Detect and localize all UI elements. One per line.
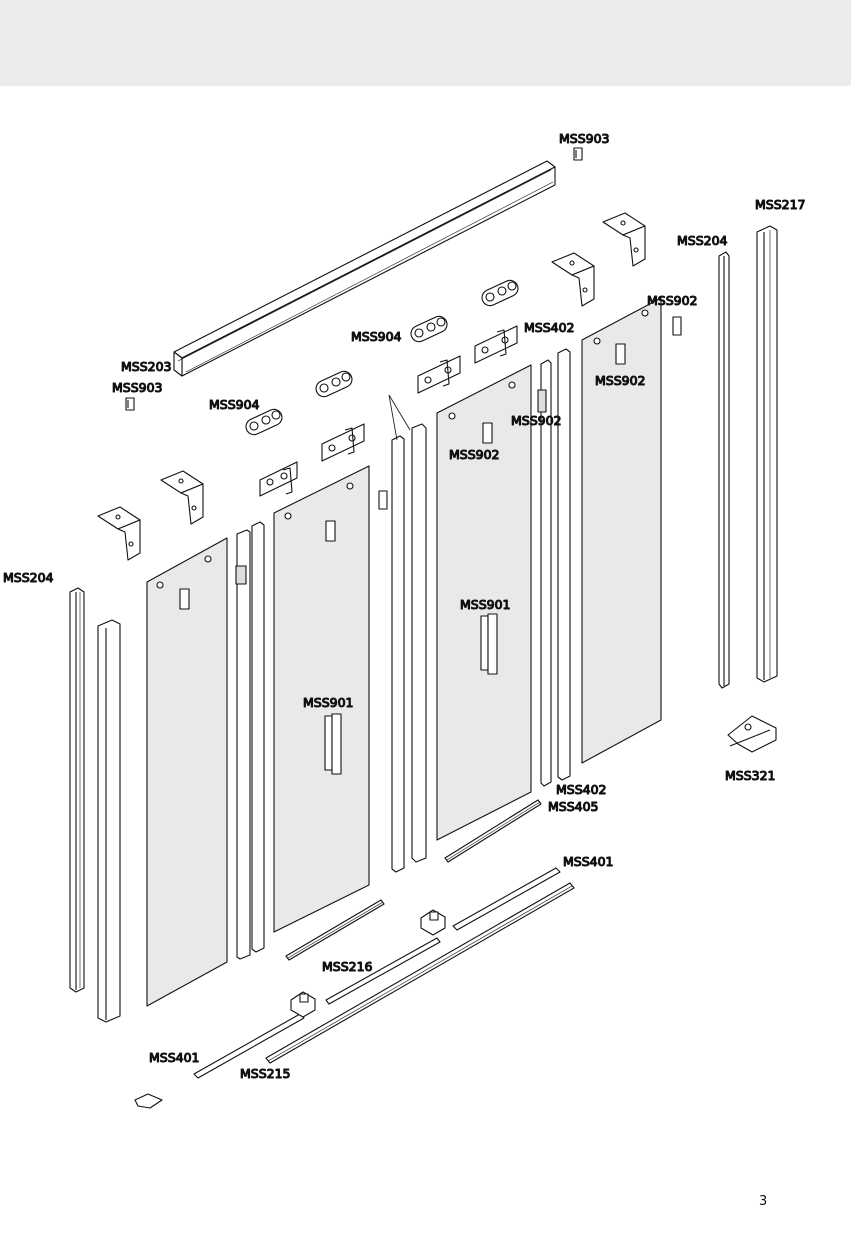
label-mss402-top: MSS402 [524,320,575,335]
guide-block [291,992,315,1017]
glass-panel [147,538,227,1006]
guide-block [421,910,445,935]
label-mss204-left: MSS204 [3,570,54,585]
roller-wheels [313,369,354,400]
label-mss402-bottom: MSS402 [556,782,607,797]
label-mss204-right: MSS204 [677,233,728,248]
guide-block [135,1094,162,1108]
end-cap-left [126,398,134,410]
label-mss401-left: MSS401 [149,1050,200,1065]
page-number: 3 [759,1194,767,1209]
label-mss405: MSS405 [548,799,599,814]
hanger-plate [322,424,364,461]
wall-profile-right [719,226,777,688]
label-mss216: MSS216 [322,959,373,974]
bracket [552,253,594,306]
label-mss215: MSS215 [240,1066,291,1081]
wall-profile-left [70,588,120,1022]
label-mss217: MSS217 [755,197,806,212]
label-mss902-d: MSS902 [449,447,500,462]
label-mss321: MSS321 [725,768,776,783]
label-mss904-mid: MSS904 [351,329,402,344]
floor-bracket [728,716,776,752]
stop-block [379,491,387,509]
end-cap-top [574,148,582,160]
bracket [603,213,645,266]
label-mss901-left: MSS901 [303,695,354,710]
label-mss902-c: MSS902 [511,413,562,428]
label-mss903-left: MSS903 [112,380,163,395]
stop-block [673,317,681,335]
roller-wheels [479,278,520,309]
label-mss902-b: MSS902 [595,373,646,388]
label-mss904-left: MSS904 [209,397,260,412]
bracket [98,507,140,560]
hanger-plate [260,462,297,496]
door-profile-center [389,395,426,872]
roller-wheels [408,314,449,345]
label-mss901-right: MSS901 [460,597,511,612]
hanger-plate [418,356,460,393]
hanger-plate [475,326,517,363]
bracket [161,471,203,524]
label-mss903-top: MSS903 [559,131,610,146]
door-profile [236,522,264,959]
label-mss401-right: MSS401 [563,854,614,869]
label-mss203: MSS203 [121,359,172,374]
glass-panel [582,298,661,763]
label-mss902-a: MSS902 [647,293,698,308]
